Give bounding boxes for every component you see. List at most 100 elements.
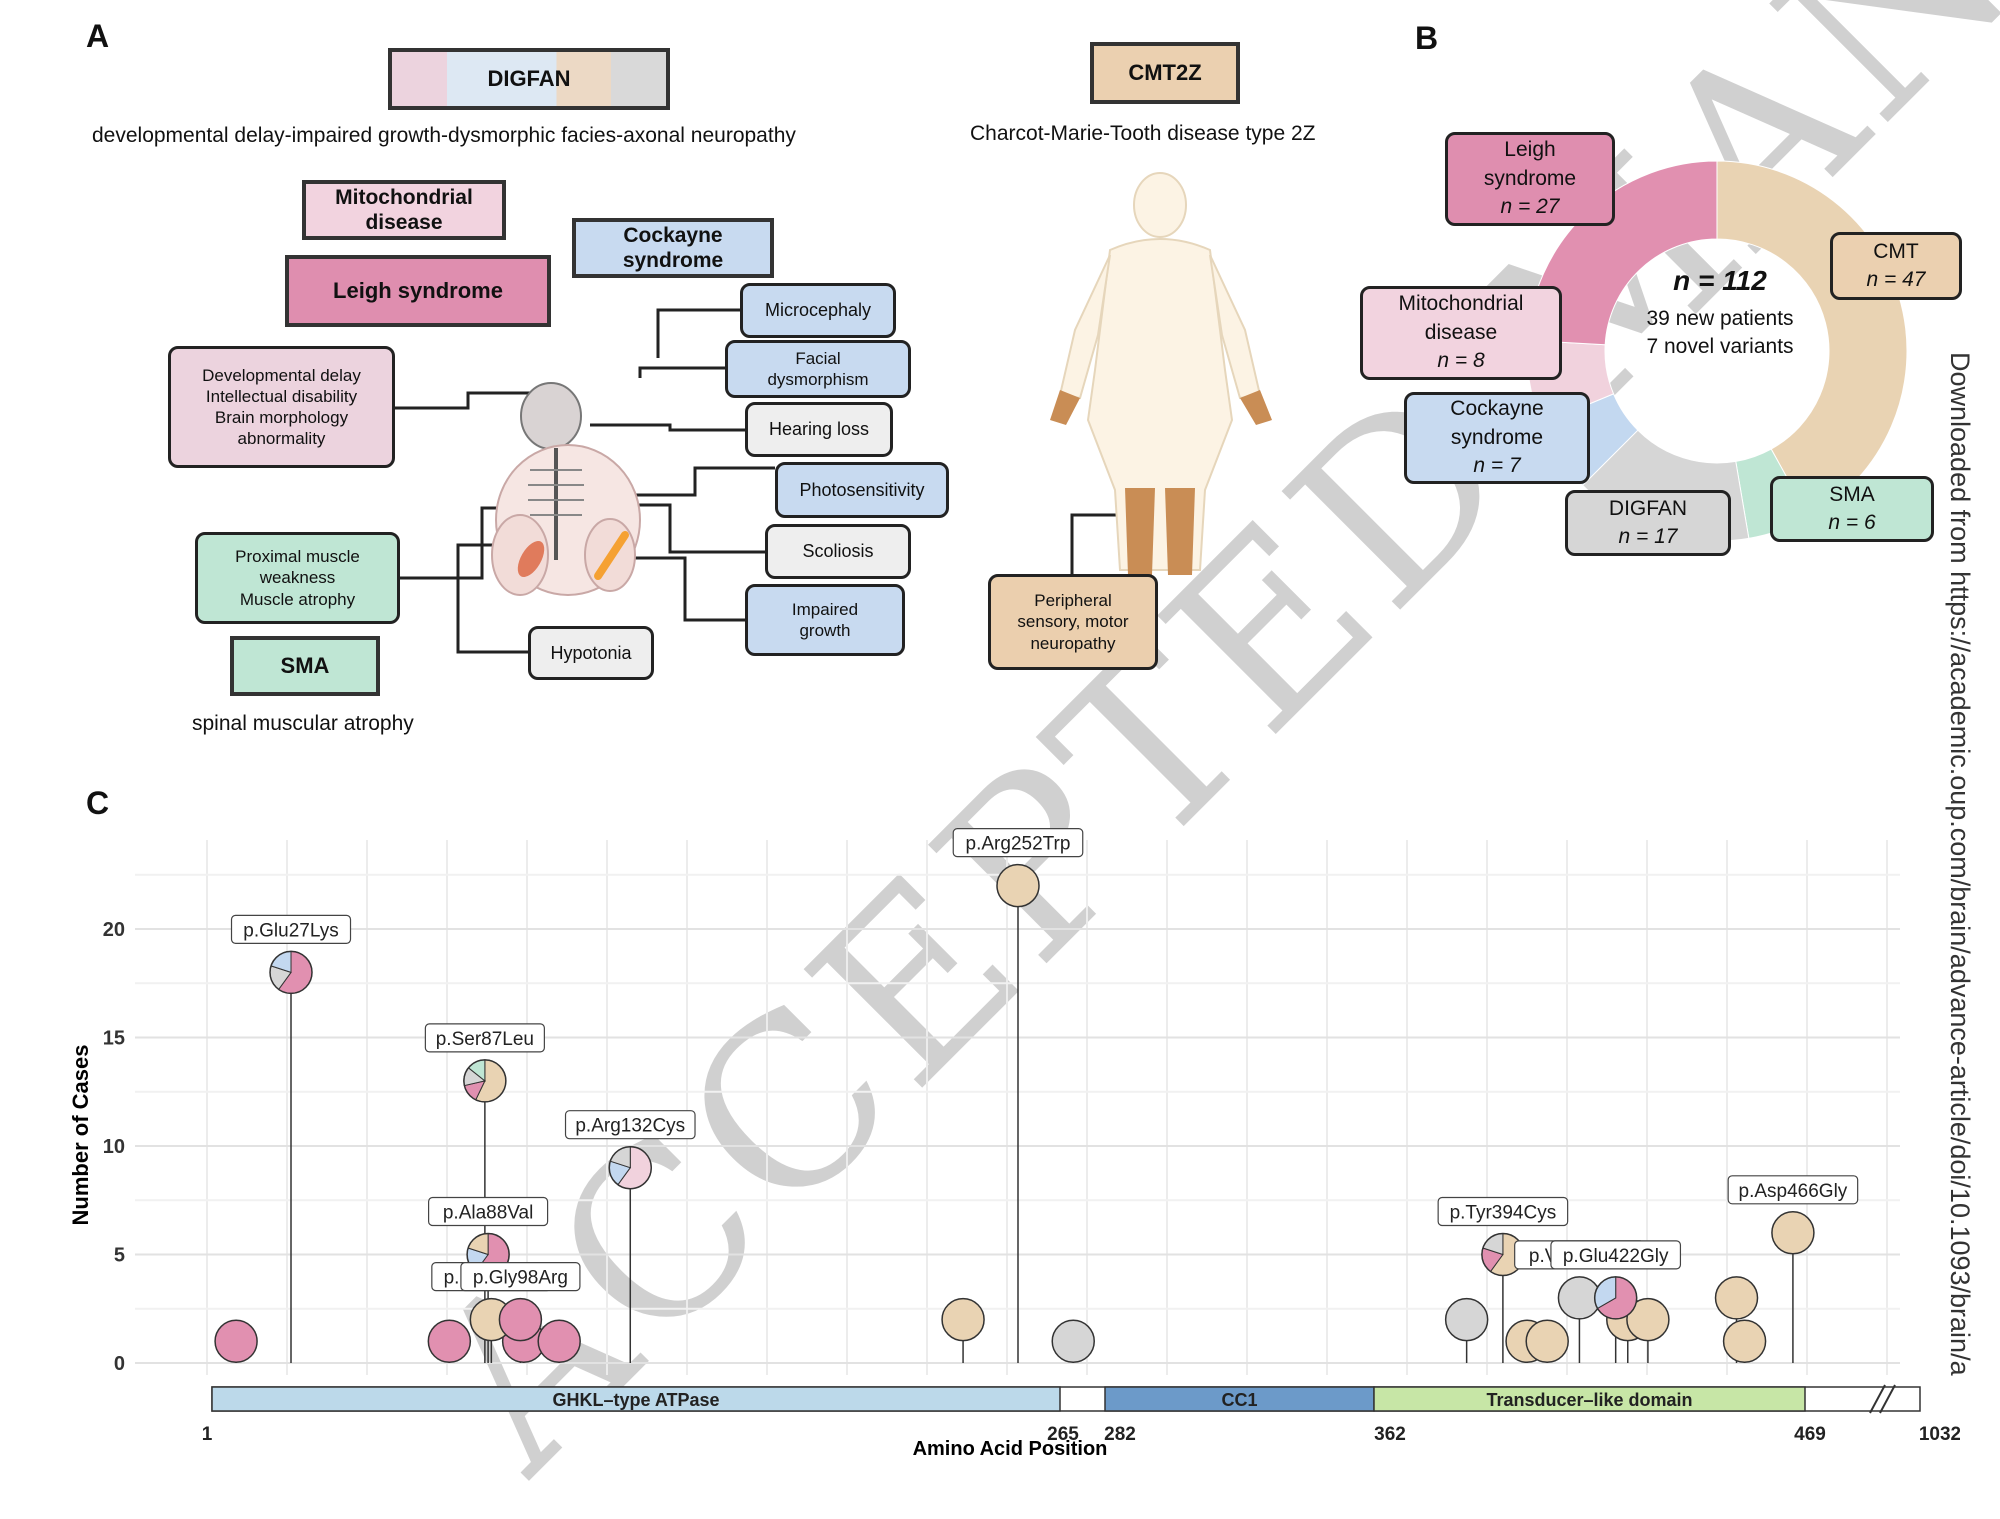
leigh-name-1: Leigh [1504,138,1556,162]
donut-novel-variants: 7 novel variants [1646,335,1794,358]
y-axis-label: Number of Cases [68,1045,93,1226]
cmt-name: CMT [1873,239,1919,263]
mitochondrial-title: Mitochondrial disease [302,180,506,240]
sma-title: SMA [230,636,380,696]
variant-point [941,1297,985,1342]
variant-label: p.Arg252Trp [952,828,1084,858]
donut-label-digfan: DIGFAN n = 17 [1565,490,1731,556]
leigh-title: Leigh syndrome [285,255,551,327]
variant-point [1525,1319,1569,1364]
variant-point [1444,1297,1489,1342]
donut-label-cmt: CMT n = 47 [1830,232,1962,300]
y-tick-label: 0 [114,1353,125,1375]
domain-label: GHKL–type ATPase [552,1390,719,1410]
variant-point [1771,1211,1815,1255]
x-tick-label: 1032 [1919,1424,1960,1445]
x-tick-label: 1 [202,1424,213,1445]
variant-point [608,1145,653,1190]
infant-figure [491,382,641,596]
donut-center: n = 112 39 new patients 7 novel variants [1600,265,1840,359]
donut-new-patients: 39 new patients [1646,307,1794,330]
variant-point [1626,1297,1670,1342]
x-tick-label: 282 [1104,1424,1136,1445]
variant-label: p.Glu422Gly [1550,1240,1682,1270]
variant-label: p.Gly98Arg [460,1262,581,1292]
variant-labels: p.Glu27Lysp.Arg252Trpp.Ser87Leup.Arg132C… [230,828,1859,1292]
x-tick-label: 469 [1794,1424,1826,1445]
digfan-name: DIGFAN [1608,496,1688,520]
variant-point [463,1059,507,1103]
panel-b-letter: B [1415,20,1439,56]
donut-total: n = 112 [1673,265,1767,296]
panel-c-letter: C [86,785,110,821]
variant-point [1593,1276,1638,1320]
sma-count: n = 6 [1828,511,1876,534]
axis-break [1869,1384,1896,1414]
domain-block [1104,1386,1375,1412]
variant-point [1714,1276,1759,1320]
variant-point [1722,1319,1767,1364]
svg-text:p.Arg252Trp: p.Arg252Trp [966,834,1071,855]
variant-point [427,1319,472,1364]
donut-label-sma: SMA n = 6 [1770,476,1934,542]
domain-block [211,1386,1061,1412]
scoliosis-box: Scoliosis [765,524,911,579]
cockayne-count: n = 7 [1473,454,1521,478]
mito-name-2: disease [1424,320,1498,344]
digfan-count: n = 17 [1618,525,1678,548]
donut-label-leigh: Leigh syndrome n = 27 [1445,132,1615,226]
variant-label: p.Tyr394Cys [1437,1196,1569,1227]
variant-label: p.Glu27Lys [230,914,352,945]
domain-label: CC1 [1221,1390,1257,1410]
hypotonia-box: Hypotonia [528,626,654,680]
y-tick-label: 20 [103,919,125,941]
y-tick-label: 5 [114,1245,125,1267]
lollipop-chart: 0 5 10 15 20 p.Glu27Lys p.Arg252Trp p.Ser87Leu… [68,828,1960,1460]
variant-point [537,1319,581,1364]
variant-label: p.Asp466Gly [1727,1175,1859,1205]
svg-text:p.Ser87Leu: p.Ser87Leu [436,1029,534,1050]
variant-points [214,863,1815,1364]
donut-slice [1526,160,1718,346]
digfan-title: DIGFAN [487,65,571,91]
variant-point [269,950,313,995]
domain-block [1373,1386,1806,1412]
microcephaly-box: Microcephaly [740,283,896,338]
developmental-delay-box: Developmental delay Intellectual disabil… [168,346,395,468]
cmt2z-caption: Charcot-Marie-Tooth disease type 2Z [970,122,1316,145]
variant-label: p.Ala88Val [428,1196,549,1227]
leigh-count: n = 27 [1500,195,1560,219]
x-tick-label: 362 [1374,1424,1406,1445]
sma-caption: spinal muscular atrophy [192,712,414,735]
facial-dysmorphism-box: Facial dysmorphism [725,340,911,398]
hearing-loss-box: Hearing loss [745,402,893,457]
donut-label-cockayne: Cockayne syndrome n = 7 [1404,392,1590,484]
panel-a-letter: A [86,18,110,54]
peripheral-neuropathy-box: Peripheral sensory, motor neuropathy [988,574,1158,670]
svg-text:p.Asp466Gly: p.Asp466Gly [1739,1181,1848,1202]
y-tick-label: 15 [103,1028,125,1050]
svg-text:p.Gly98Arg: p.Gly98Arg [473,1268,568,1289]
variant-point [996,863,1040,908]
svg-text:p.Ala88Val: p.Ala88Val [443,1203,534,1224]
x-axis-label: Amino Acid Position [913,1438,1108,1460]
proximal-muscle-box: Proximal muscle weakness Muscle atrophy [195,532,400,624]
photosensitivity-box: Photosensitivity [775,462,949,518]
y-axis-ticks: 0 5 10 15 20 [103,919,125,1375]
y-tick-label: 10 [103,1136,125,1158]
cmt2z-title: CMT2Z [1090,42,1240,104]
variant-point [214,1319,258,1364]
mito-name-1: Mitochondrial [1398,292,1524,316]
panel-a-connectors [395,172,1272,654]
download-note: Downloaded from https://academic.oup.com… [1945,352,1975,1376]
variant-point [1051,1319,1095,1364]
variant-point [498,1297,543,1342]
digfan-title-box: DIGFAN [388,48,670,110]
sma-name: SMA [1829,482,1875,506]
cockayne-title: Cockayne syndrome [572,218,774,278]
human-figure [1050,172,1272,575]
donut-label-mito: Mitochondrial disease n = 8 [1360,286,1562,380]
cockayne-name-2: syndrome [1450,425,1544,449]
